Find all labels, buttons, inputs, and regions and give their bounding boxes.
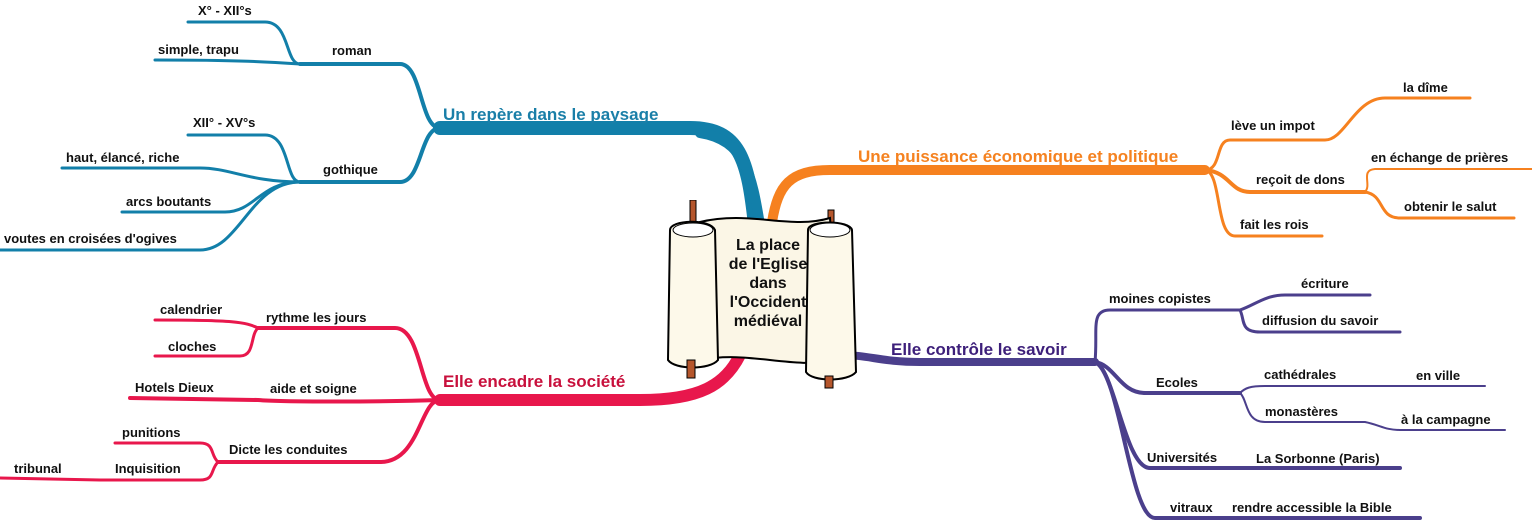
node-impot[interactable]: lève un impot <box>1231 118 1315 133</box>
node-universites[interactable]: Universités <box>1147 450 1218 465</box>
node-aide[interactable]: aide et soigne <box>270 381 357 396</box>
title-line: La place <box>735 237 801 254</box>
title-line: médiéval <box>733 313 803 330</box>
node-bible[interactable]: rendre accessible la Bible <box>1232 500 1392 515</box>
node-rois[interactable]: fait les rois <box>1240 217 1309 232</box>
node-punitions[interactable]: punitions <box>122 425 181 440</box>
node-ecoles[interactable]: Ecoles <box>1156 375 1198 390</box>
node-inquisition[interactable]: Inquisition <box>115 461 181 476</box>
node-haut-elance[interactable]: haut, élancé, riche <box>66 150 180 165</box>
node-calendrier[interactable]: calendrier <box>160 302 223 317</box>
branch-lines-savoir <box>836 293 1506 520</box>
node-tribunal[interactable]: tribunal <box>14 461 62 476</box>
node-moines[interactable]: moines copistes <box>1109 291 1211 306</box>
node-hotels-dieux[interactable]: Hotels Dieux <box>135 380 214 395</box>
node-prieres[interactable]: en échange de prières <box>1371 150 1509 165</box>
title-line: dans <box>749 275 787 292</box>
node-cathedrales[interactable]: cathédrales <box>1264 367 1337 382</box>
node-arcs-boutants[interactable]: arcs boutants <box>126 194 212 209</box>
node-en-ville[interactable]: en ville <box>1416 368 1461 383</box>
branch-puissance[interactable]: Une puissance économique et politique <box>858 147 1179 166</box>
node-cloches[interactable]: cloches <box>168 339 217 354</box>
branch-savoir[interactable]: Elle contrôle le savoir <box>891 340 1067 359</box>
node-roman[interactable]: roman <box>332 43 372 58</box>
node-monasteres[interactable]: monastères <box>1265 404 1338 419</box>
node-roman-dates[interactable]: X° - XII°s <box>198 3 252 18</box>
node-ecriture[interactable]: écriture <box>1301 276 1349 291</box>
node-dicte[interactable]: Dicte les conduites <box>229 442 348 457</box>
title-line: de l'Eglise <box>728 256 808 273</box>
central-topic[interactable]: La place de l'Eglise dans l'Occident méd… <box>716 236 820 331</box>
node-salut[interactable]: obtenir le salut <box>1404 199 1497 214</box>
node-rythme[interactable]: rythme les jours <box>266 310 367 325</box>
branch-lines-puissance <box>767 96 1532 238</box>
node-gothique-dates[interactable]: XII° - XV°s <box>193 115 256 130</box>
node-campagne[interactable]: à la campagne <box>1401 412 1491 427</box>
node-simple-trapu[interactable]: simple, trapu <box>158 42 239 57</box>
node-gothique[interactable]: gothique <box>323 162 378 177</box>
node-diffusion[interactable]: diffusion du savoir <box>1262 313 1379 328</box>
title-line: l'Occident <box>729 294 807 311</box>
node-sorbonne[interactable]: La Sorbonne (Paris) <box>1256 451 1380 466</box>
branch-societe[interactable]: Elle encadre la société <box>443 372 626 391</box>
node-voutes[interactable]: voutes en croisées d'ogives <box>4 231 177 246</box>
branch-lines-paysage <box>0 20 765 252</box>
node-dons[interactable]: reçoit de dons <box>1256 172 1345 187</box>
node-dime[interactable]: la dîme <box>1403 80 1448 95</box>
branch-paysage[interactable]: Un repère dans le paysage <box>443 105 659 124</box>
scroll-icon <box>666 200 858 389</box>
node-vitraux[interactable]: vitraux <box>1170 500 1213 515</box>
branch-lines-societe <box>0 318 746 482</box>
